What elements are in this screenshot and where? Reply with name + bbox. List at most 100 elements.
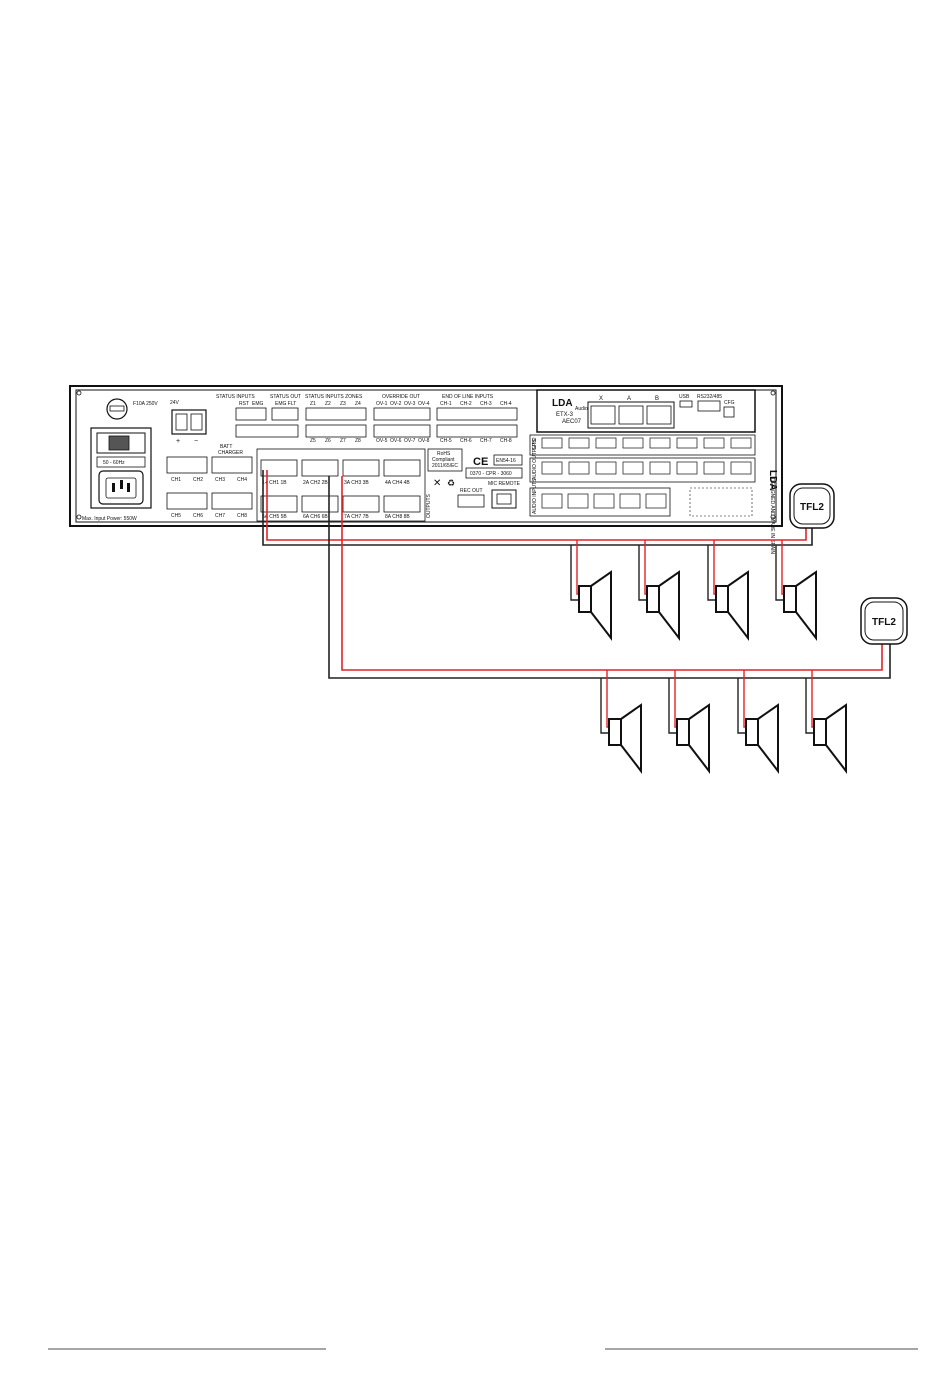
zone-label: Z4 [355,401,361,407]
output-zone-label: 7A CH7 7B [344,514,369,520]
gpio-terminal [595,437,617,449]
rohs-label: RoHS [437,451,451,457]
batt-label: BATT [220,444,232,450]
audio-outputs-label: AUDIO OUTPUTS [532,438,538,480]
speaker-wiring [262,470,891,679]
charger-label: CHARGER [218,450,243,456]
speaker-icon [570,540,612,641]
speakers [570,540,847,774]
amp-input-blocks [166,456,253,510]
weee-icon: ✕ [433,478,441,489]
eol-channel-label: CH-7 [480,438,492,444]
output-zone-label: 1+ CH1 1B [262,480,287,486]
amp-channel-label: CH5 [171,513,181,519]
eol-channel-label: CH-4 [500,401,512,407]
override-label: OVERRIDE OUT [382,394,420,400]
wire-positive-upper [266,470,807,541]
speaker-icon [600,670,642,774]
section-labels: STATUS INPUTS STATUS OUT STATUS INPUTS Z… [216,394,494,456]
audio-input-terminal [645,493,667,509]
eol-device-2: TFL2 [860,597,908,645]
status-out-label: STATUS OUT [270,394,301,400]
amp-channel-label: CH4 [237,477,247,483]
module-code: AEC07 [562,419,582,425]
override-label: OV-8 [418,438,430,444]
fuse-label: F10A 250V [133,401,158,407]
fuse-holder: F10A 250V [106,398,158,420]
port-b-label: B [655,396,659,402]
gpio-terminal [703,437,725,449]
lda-logo: LDA [552,398,573,409]
brand-sub: Audio Tech [575,406,600,412]
audio-output-terminal [703,461,725,475]
override-label: OV-1 [376,401,388,407]
max-power-label: Max. Input Power: 550W [82,516,137,522]
amp-channel-label: CH7 [215,513,225,519]
mic-remote-area: MIC REMOTE REC OUT [457,481,521,509]
gpio-terminal [649,437,671,449]
zone-label: Z3 [340,401,346,407]
eol-device-1: TFL2 [789,483,835,529]
output-zone-label: 2A CH2 2B [303,480,328,486]
audio-output-terminal [595,461,617,475]
zone-label: Z8 [355,438,361,444]
gpio-terminals [541,437,752,509]
amp-channel-label: CH6 [193,513,203,519]
eol-channel-label: CH-1 [440,401,452,407]
amp-channel-label: CH1 [171,477,181,483]
eol-device-1-label: TFL2 [800,502,824,513]
amp-top-labels: CH1 CH2 CH3 CH4 [171,477,247,483]
override-label: OV-3 [404,401,416,407]
rohs-directive-label: 2011/65/EC [432,463,458,469]
eol-device-2-label: TFL2 [872,617,896,628]
amp-channel-label: CH2 [193,477,203,483]
emg-label: EMG [252,401,264,407]
output-zone-label: 3A CH3 3B [344,480,369,486]
override-label: OV-7 [404,438,416,444]
out-bot-labels: 5A CH5 5B 6A CH6 6B 7A CH7 7B 8A CH8 8B [262,514,410,520]
rst-label: RST [239,401,249,407]
zone-label: Z2 [325,401,331,407]
made-in-label: DESIGNED AND MADE IN SPAIN [769,478,775,554]
output-zone-label: 8A CH8 8B [385,514,410,520]
network-module: LDA Audio Tech ETX-3 AEC07 X A B USB RS2… [536,389,756,433]
gpio-terminal [730,437,752,449]
en54-label: EN54-16 [496,458,516,464]
amp-channel-label: CH3 [215,477,225,483]
output-zone-label: 6A CH6 6B [303,514,328,520]
certification-area: RoHS Compliant 2011/65/EC CE EN54-16 037… [427,448,523,489]
svg-text:−: − [194,438,198,445]
audio-output-terminal [676,461,698,475]
gpio-terminal [541,437,563,449]
audio-input-terminal [593,493,615,509]
recycle-icon: ♻ [447,478,455,488]
gpio-label: GPIO [532,437,538,450]
status-terminal-row [235,407,518,438]
zone-label: Z6 [325,438,331,444]
usb-label: USB [679,394,690,400]
wire-positive-lower [341,476,883,671]
gpio-terminal [568,437,590,449]
mic-remote-label: MIC REMOTE [488,481,521,487]
emg-flt-label: EMG FLT [275,401,296,407]
eol-channel-label: CH-5 [440,438,452,444]
speaker-icon [805,670,847,774]
gpio-terminal [676,437,698,449]
audio-output-terminal [730,461,752,475]
rec-out-label: REC OUT [460,488,483,494]
override-label: OV-2 [390,401,402,407]
lda-side-logo: LDA [767,470,778,491]
zone-label: Z5 [310,438,316,444]
status-zones-label: STATUS INPUTS ZONES [305,394,363,400]
speaker-icon [668,670,710,774]
output-zone-label: 5A CH5 5B [262,514,287,520]
battery-terminal: 24V + − [170,400,207,445]
status-inputs-label: STATUS INPUTS [216,394,255,400]
audio-input-terminal [619,493,641,509]
port-x-label: X [599,396,603,402]
